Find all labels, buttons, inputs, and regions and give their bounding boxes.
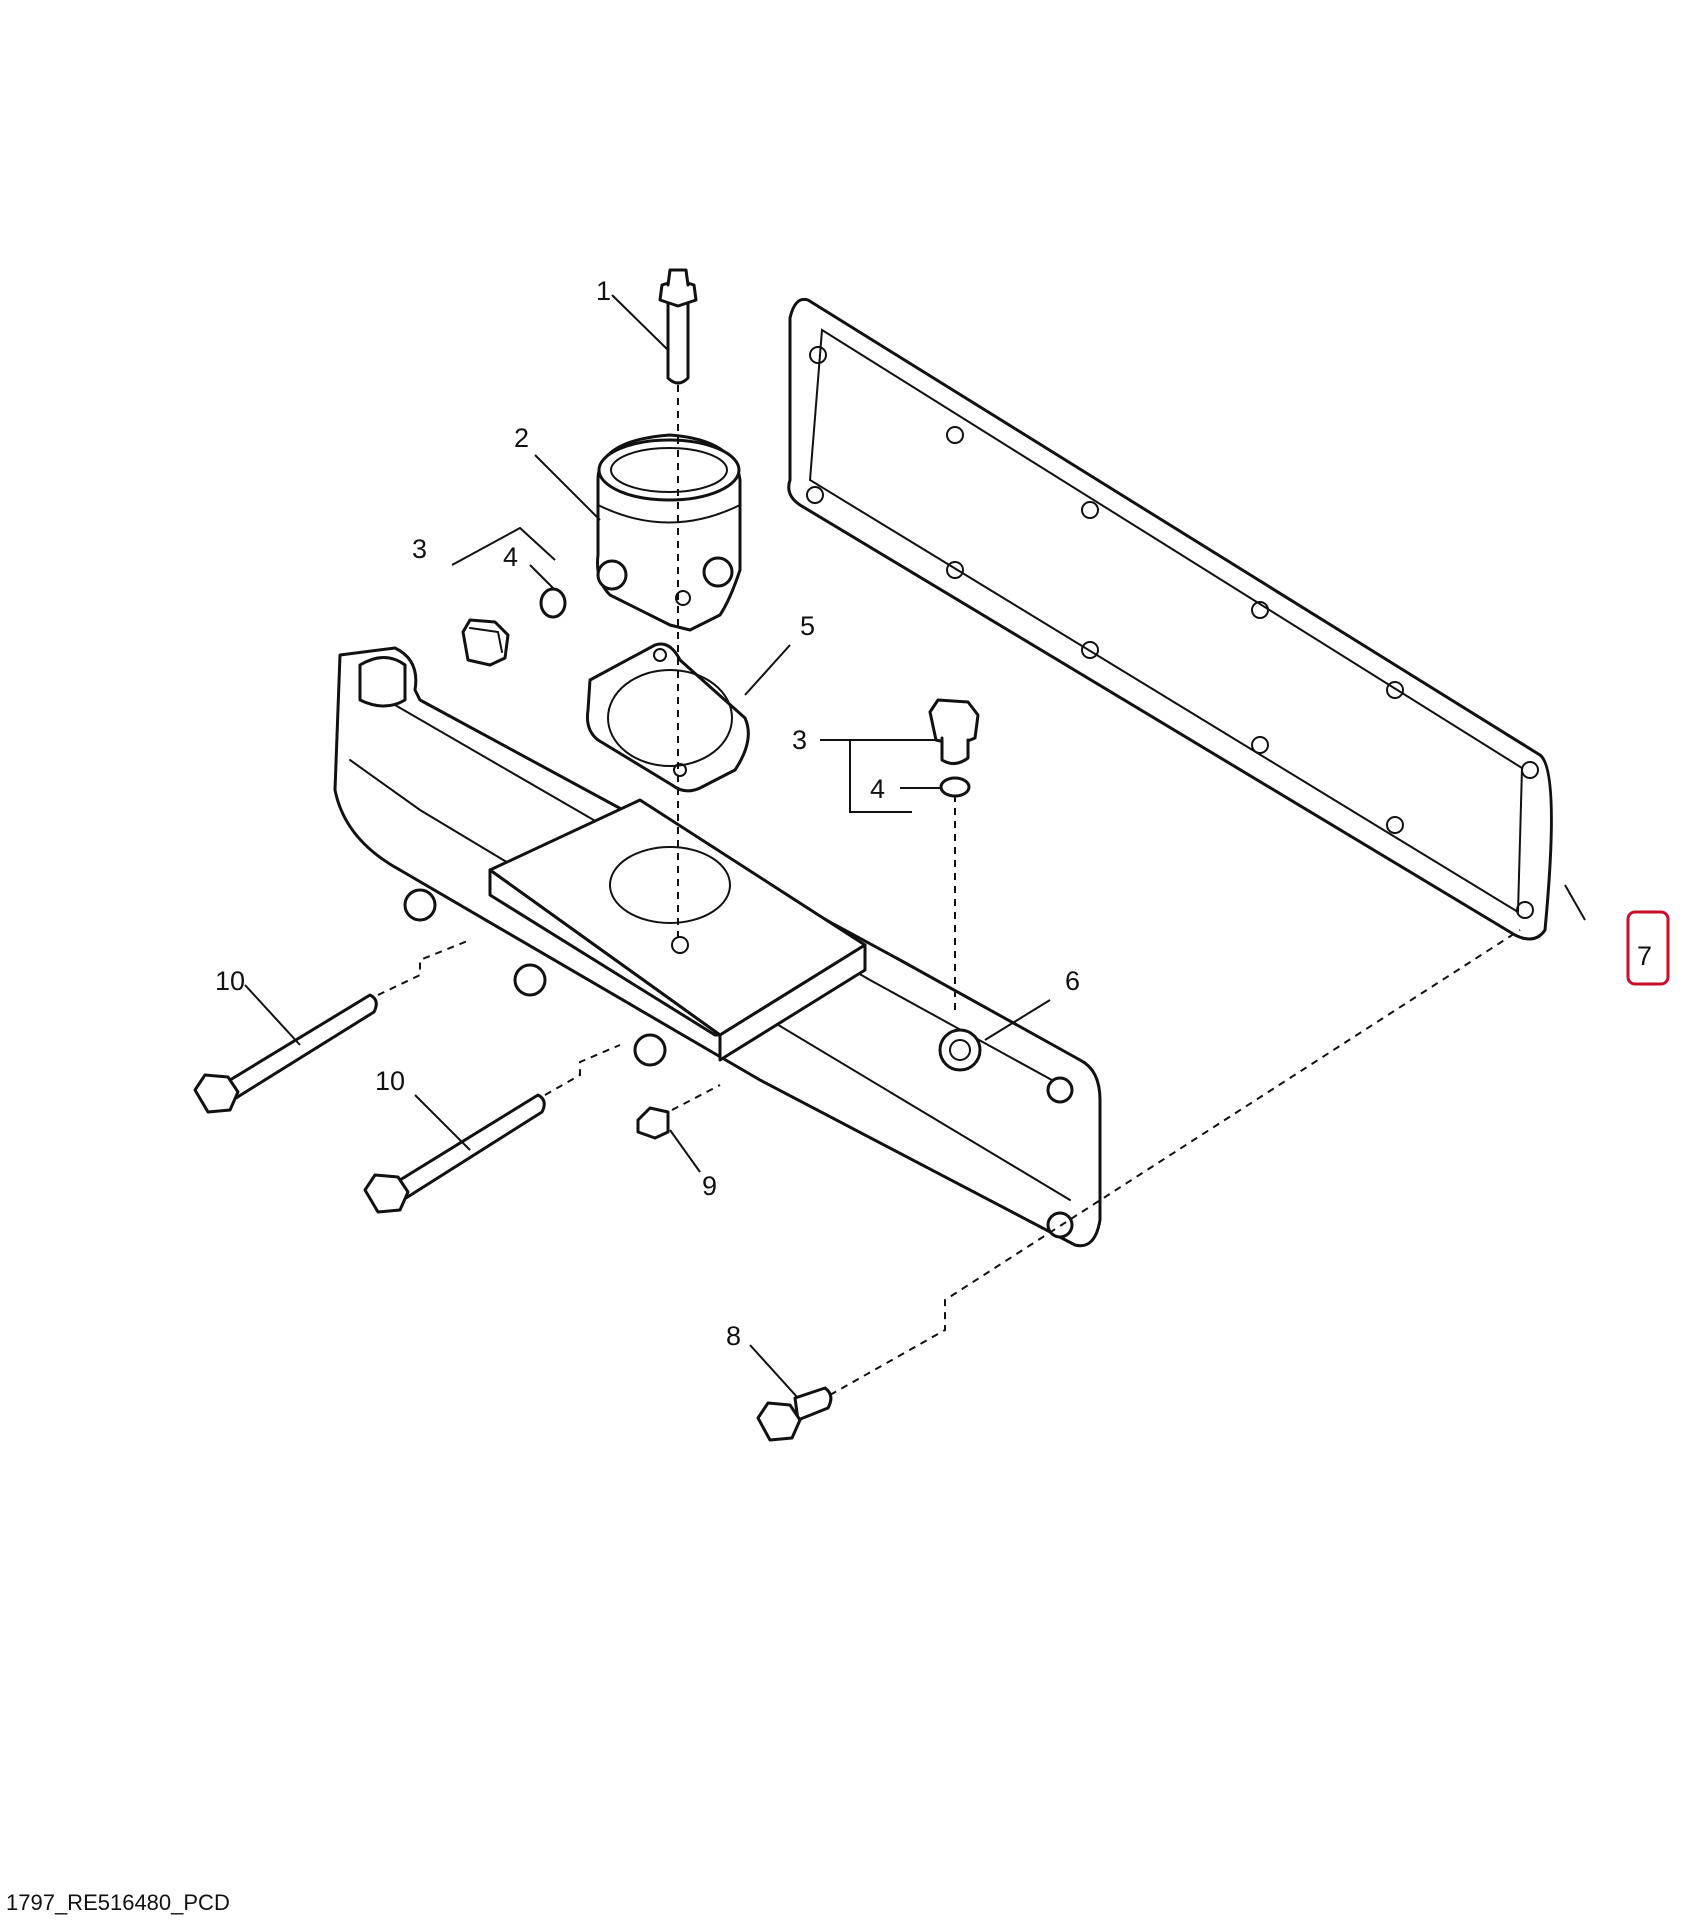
callout-10-upper[interactable]: 10 xyxy=(215,966,245,996)
callouts: 1 2 3 4 5 3 4 6 10 10 9 8 xyxy=(215,276,1080,1351)
o-ring-icon[interactable] xyxy=(539,587,567,619)
callout-8[interactable]: 8 xyxy=(726,1321,741,1351)
plug-icon[interactable] xyxy=(928,698,980,765)
callout-4-left[interactable]: 4 xyxy=(503,542,518,572)
gasket-icon[interactable] xyxy=(586,642,750,793)
flange-bolt-icon[interactable] xyxy=(756,1386,833,1442)
long-bolt-icon[interactable] xyxy=(363,1093,546,1214)
plug-icon[interactable] xyxy=(636,1106,670,1140)
highlighted-callout-7[interactable]: 7 xyxy=(1626,910,1670,986)
flange-bolt-icon[interactable] xyxy=(658,268,698,385)
callout-2[interactable]: 2 xyxy=(514,423,529,453)
callout-9[interactable]: 9 xyxy=(702,1171,717,1201)
callout-4-right[interactable]: 4 xyxy=(870,774,885,804)
alignment-lines xyxy=(377,385,1521,1396)
o-ring-icon[interactable] xyxy=(939,776,971,798)
long-bolt-icon[interactable] xyxy=(193,993,378,1114)
callout-3-left[interactable]: 3 xyxy=(412,534,427,564)
callout-7[interactable]: 7 xyxy=(1637,941,1652,971)
callout-5[interactable]: 5 xyxy=(800,611,815,641)
callout-1[interactable]: 1 xyxy=(596,276,611,306)
manifold-icon[interactable] xyxy=(333,646,1102,1248)
callout-3-right[interactable]: 3 xyxy=(792,725,807,755)
highlight-box xyxy=(1626,910,1670,986)
plug-icon[interactable] xyxy=(461,618,510,667)
figure-id: 1797_RE516480_PCD xyxy=(6,1890,230,1915)
callout-6[interactable]: 6 xyxy=(1065,966,1080,996)
gasket-bolt-holes xyxy=(806,346,1539,919)
callout-10-lower[interactable]: 10 xyxy=(375,1066,405,1096)
filter-housing-icon[interactable] xyxy=(596,433,742,632)
leader-lines xyxy=(244,294,1586,1399)
long-gasket-icon[interactable] xyxy=(787,297,1553,941)
